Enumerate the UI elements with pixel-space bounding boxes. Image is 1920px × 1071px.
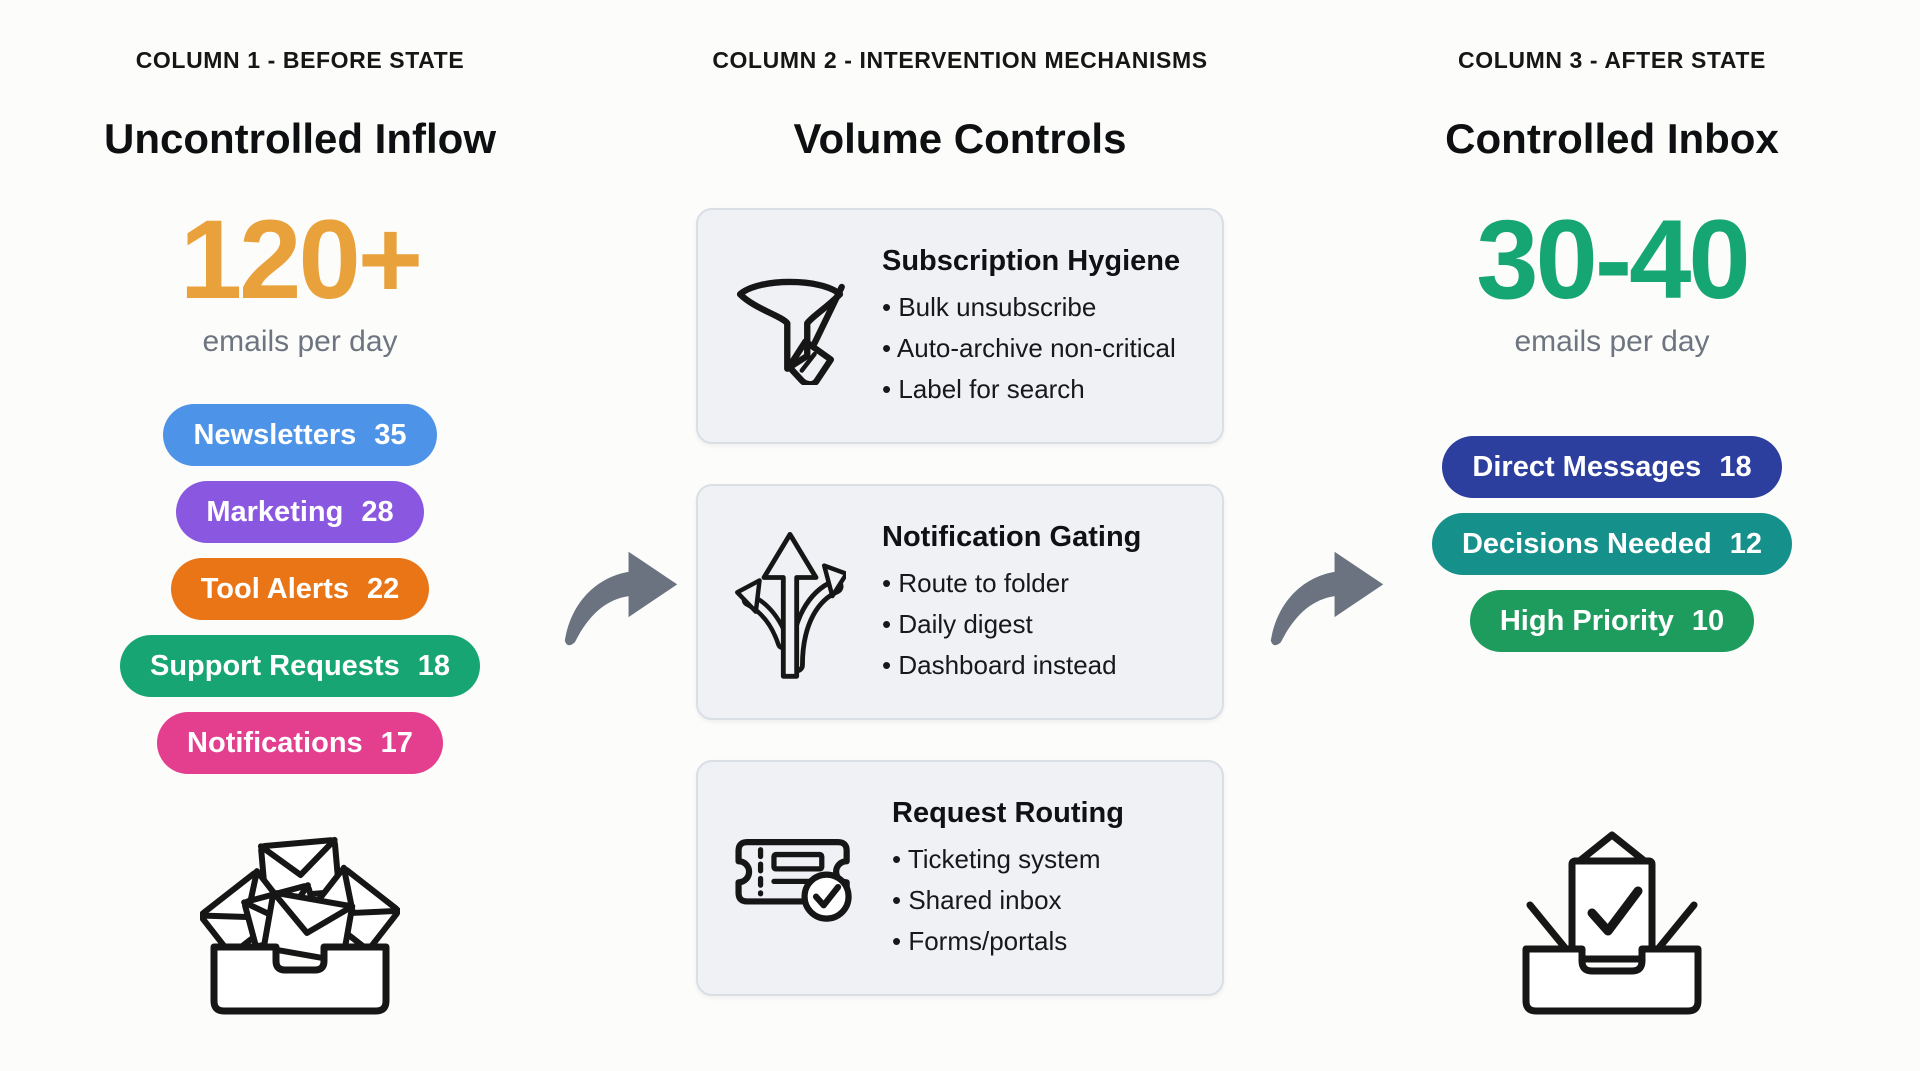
pill-count: 18 [417,649,450,682]
inbox-check-icon [1512,821,1712,1021]
transition-controls-to-after [1230,0,1390,1071]
card-subscription-hygiene: Subscription Hygiene Bulk unsubscribe Au… [696,208,1224,444]
transition-before-to-controls [564,0,690,1071]
card-bullet: Daily digest [882,604,1141,645]
card-bullet: Shared inbox [892,880,1124,921]
pill-label: High Priority [1499,604,1674,637]
column-interventions: COLUMN 2 - INTERVENTION MECHANISMS Volum… [690,0,1230,1071]
pill-count: 28 [361,495,394,528]
pill-notifications: Notifications 17 [157,712,443,774]
card-notification-gating: Notification Gating Route to folder Dail… [696,484,1224,720]
column-after-state: COLUMN 3 - AFTER STATE Controlled Inbox … [1390,0,1920,1071]
pill-count: 35 [374,418,407,451]
column-after-title: Controlled Inbox [1445,115,1779,162]
card-body: Notification Gating Route to folder Dail… [882,519,1141,686]
funnel-broom-icon [728,267,852,385]
card-bullet: Ticketing system [892,839,1124,880]
pill-newsletters: Newsletters 35 [163,404,437,466]
pill-label: Decisions Needed [1461,527,1712,560]
before-metric-caption: emails per day [202,325,398,358]
card-title: Notification Gating [882,520,1142,553]
column-interventions-title: Volume Controls [793,115,1127,162]
pill-count: 12 [1729,527,1763,560]
card-bullet: Label for search [882,369,1180,410]
after-pill-list: Direct Messages 18 Decisions Needed 12 H… [1431,436,1793,652]
pill-count: 17 [380,726,413,759]
intervention-card-list: Subscription Hygiene Bulk unsubscribe Au… [696,208,1224,996]
pill-label: Tool Alerts [200,572,349,605]
pill-count: 18 [1719,450,1752,483]
card-bullet: Route to folder [882,563,1141,604]
column-interventions-eyebrow: COLUMN 2 - INTERVENTION MECHANISMS [712,47,1208,73]
ticket-check-icon [728,823,862,933]
right-curved-arrow-icon [558,545,684,649]
column-before-state: COLUMN 1 - BEFORE STATE Uncontrolled Inf… [0,0,600,1071]
overflowing-inbox-icon [200,821,400,1021]
pill-tool-alerts: Tool Alerts 22 [170,558,430,620]
pill-marketing: Marketing 28 [176,481,424,543]
column-after-eyebrow: COLUMN 3 - AFTER STATE [1458,47,1766,73]
before-pill-list: Newsletters 35 Marketing 28 Tool Alerts … [119,404,480,774]
after-metric-caption: emails per day [1514,325,1710,358]
after-metric-value: 30-40 [1476,197,1750,322]
card-bullet: Forms/portals [892,921,1124,962]
pill-label: Marketing [206,495,344,528]
branching-arrows-icon [728,524,852,680]
card-body: Request Routing Ticketing system Shared … [892,795,1124,962]
card-title: Subscription Hygiene [882,244,1181,277]
pill-label: Newsletters [193,418,357,451]
card-title: Request Routing [892,796,1124,829]
pill-count: 22 [366,572,400,605]
column-before-eyebrow: COLUMN 1 - BEFORE STATE [135,47,465,73]
pill-direct-messages: Direct Messages 18 [1442,436,1782,498]
card-bullet: Bulk unsubscribe [882,287,1180,328]
pill-high-priority: High Priority 10 [1469,590,1755,652]
card-bullet: Dashboard instead [882,645,1141,686]
pill-label: Support Requests [149,649,400,682]
pill-count: 10 [1691,604,1725,637]
pill-label: Direct Messages [1472,450,1702,483]
card-body: Subscription Hygiene Bulk unsubscribe Au… [882,243,1180,410]
pill-support-requests: Support Requests 18 [119,635,480,697]
before-metric-value: 120+ [179,197,423,322]
column-before-title: Uncontrolled Inflow [104,115,496,162]
right-curved-arrow-icon [1264,545,1390,649]
card-bullet: Auto-archive non-critical [882,328,1180,369]
pill-decisions-needed: Decisions Needed 12 [1431,513,1793,575]
pill-label: Notifications [187,726,363,759]
card-request-routing: Request Routing Ticketing system Shared … [696,760,1224,996]
